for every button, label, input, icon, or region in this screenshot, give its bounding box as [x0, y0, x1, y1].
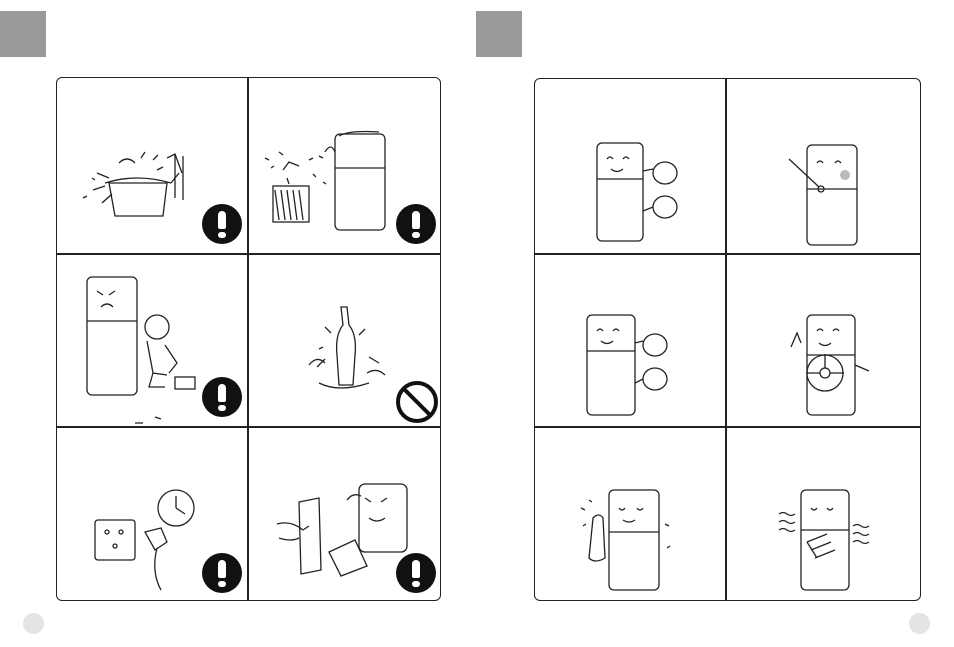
right-illustration-panel [534, 78, 921, 601]
fridge-speech-bubbles-illustration [535, 79, 725, 253]
exclamation-icon [202, 204, 242, 244]
fridge-heat-waves-illustration [727, 428, 920, 600]
prohibited-icon [396, 381, 438, 423]
left-illustration-panel [56, 77, 441, 601]
fridge-water-splash-illustration [249, 78, 440, 253]
hand-unplugging-fridge-illustration [249, 428, 440, 600]
exclamation-icon [396, 204, 436, 244]
exclamation-icon [396, 553, 436, 593]
fridge-thermometer-illustration [727, 79, 920, 253]
broken-bottle-illustration [249, 255, 440, 426]
boy-repairing-fridge-illustration [57, 255, 247, 426]
left-page-tab [0, 11, 46, 57]
socket-plug-clock-illustration [57, 428, 247, 600]
right-page-number-marker [909, 613, 930, 634]
right-page-tab [476, 11, 522, 57]
left-page-number-marker [23, 613, 44, 634]
fridge-speech-bubbles-illustration [535, 255, 725, 426]
wash-basin-illustration [57, 78, 247, 253]
exclamation-icon [202, 377, 242, 417]
fridge-holding-fan-illustration [727, 255, 920, 426]
fridge-sweating-illustration [535, 428, 725, 600]
exclamation-icon [202, 553, 242, 593]
